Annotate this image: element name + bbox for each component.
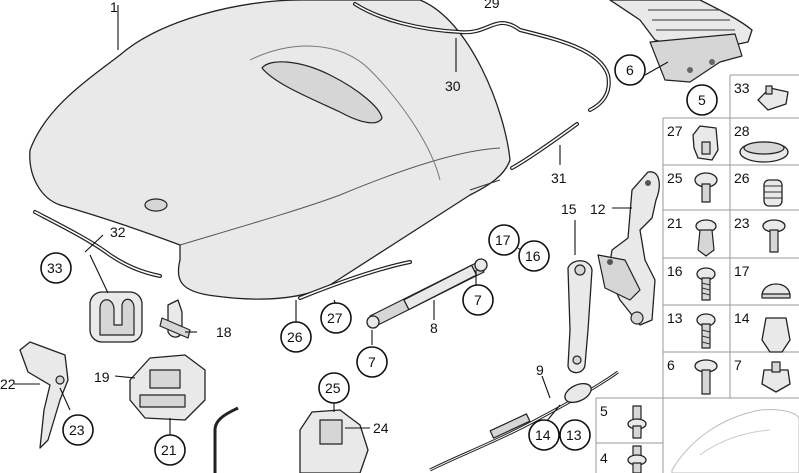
callout-31: 31 [551, 170, 567, 186]
callout-33: 33 [47, 260, 63, 276]
gasket-seal-30 [353, 2, 611, 112]
bolt-23-icon [762, 219, 786, 253]
callout-25: 25 [325, 380, 341, 396]
bolt-6-icon [694, 359, 718, 395]
clip-27-icon [692, 125, 719, 161]
callout-7-upper: 7 [474, 292, 482, 308]
grid-label-21: 21 [667, 215, 683, 231]
callout-23: 23 [69, 422, 85, 438]
grid-label-7: 7 [734, 357, 742, 373]
clip-33-icon [757, 85, 789, 111]
callout-17: 17 [495, 232, 511, 248]
grid-label-17: 17 [734, 263, 750, 279]
bump-stop-26-icon [763, 179, 783, 207]
nut-7-icon [761, 361, 791, 393]
seal-strip-31 [510, 122, 579, 170]
clip-nut-14-icon [761, 317, 791, 353]
callout-21: 21 [161, 442, 177, 458]
grid-label-14: 14 [734, 310, 750, 326]
grid-label-23: 23 [734, 215, 750, 231]
callout-14: 14 [535, 427, 551, 443]
callout-6: 6 [626, 62, 634, 78]
screw-13-icon [696, 313, 716, 349]
grid-label-25: 25 [667, 170, 683, 186]
grid-label-33: 33 [734, 80, 750, 96]
hood-hinge-upper [609, 0, 753, 83]
callout-30: 30 [445, 78, 461, 94]
seal-strip-27 [298, 260, 412, 300]
grid-label-16: 16 [667, 263, 683, 279]
grid-label-5: 5 [600, 403, 608, 419]
bolt-4-icon [627, 445, 647, 473]
grid-label-27: 27 [667, 123, 683, 139]
grid-label-28: 28 [734, 123, 750, 139]
callout-labels: 1 29 30 31 32 33 26 27 8 7 7 17 16 15 12… [0, 0, 718, 466]
hood-panel [29, 0, 511, 300]
callout-32: 32 [110, 224, 126, 240]
grid-label-26: 26 [734, 170, 750, 186]
callout-1: 1 [110, 0, 118, 15]
vehicle-outline-icon [671, 409, 799, 473]
callout-9: 9 [536, 362, 544, 378]
hinge-arm-15 [567, 260, 593, 374]
callout-15: 15 [561, 201, 577, 217]
callout-22: 22 [0, 376, 16, 392]
grid-label-4: 4 [600, 450, 608, 466]
release-lever-22 [19, 341, 69, 449]
seal-profile-detail [89, 254, 143, 343]
callout-19: 19 [94, 369, 110, 385]
callout-13: 13 [566, 427, 582, 443]
callout-18: 18 [216, 324, 232, 340]
seal-strip-32 [33, 210, 162, 278]
callout-12: 12 [590, 201, 606, 217]
screw-16-icon [696, 267, 716, 301]
hood-hinge-12 [597, 171, 660, 326]
expansion-rivet-21-icon [695, 219, 717, 257]
lock-latch-19 [129, 354, 206, 421]
grid-label-6: 6 [667, 357, 675, 373]
gas-strut-8 [366, 258, 488, 329]
callout-8: 8 [430, 320, 438, 336]
callout-26: 26 [287, 329, 303, 345]
bolt-5-icon [627, 405, 647, 439]
callout-7-lower: 7 [368, 354, 376, 370]
parts-legend-grid: 33 27 28 25 26 21 23 16 17 13 14 6 7 5 4 [595, 74, 799, 473]
cap-17-icon [761, 283, 791, 299]
callout-5: 5 [698, 92, 706, 108]
callout-16: 16 [525, 248, 541, 264]
callout-27: 27 [327, 310, 343, 326]
lock-assembly-24 [213, 406, 369, 473]
callout-29: 29 [484, 0, 500, 11]
grid-label-13: 13 [667, 310, 683, 326]
catch-hook-18 [159, 299, 191, 339]
release-cable-9 [429, 370, 619, 472]
grommet-28-icon [739, 141, 789, 163]
callout-24: 24 [373, 420, 389, 436]
screw-25-icon [694, 172, 718, 203]
